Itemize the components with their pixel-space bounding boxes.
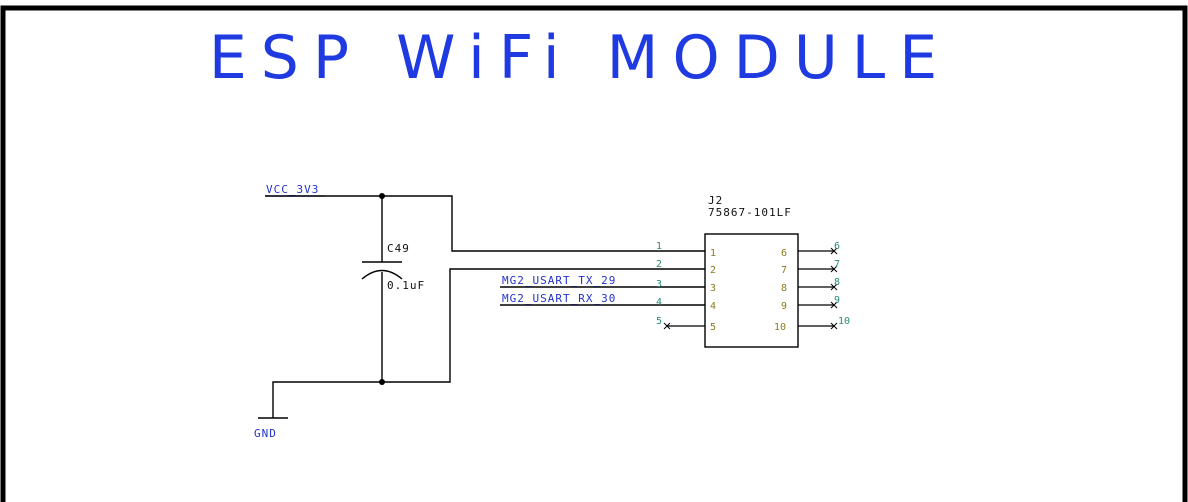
right-pin-outer-8: 8 bbox=[834, 277, 840, 288]
left-pin-outer-5: 5 bbox=[656, 316, 662, 327]
right-pin-inner-9: 9 bbox=[781, 301, 787, 312]
junction-gnd bbox=[379, 379, 385, 385]
junction-vcc bbox=[379, 193, 385, 199]
left-pin-outer-1: 1 bbox=[656, 241, 662, 252]
left-pin-inner-4: 4 bbox=[710, 301, 716, 312]
capacitor-symbol bbox=[361, 261, 403, 280]
rx-net-label: MG2_USART_RX_30 bbox=[502, 292, 616, 305]
right-pin-outer-9: 9 bbox=[834, 295, 840, 306]
right-pin-inner-10: 10 bbox=[774, 322, 786, 333]
sheet-border bbox=[0, 5, 1188, 502]
gnd-net-label: GND bbox=[254, 427, 277, 440]
connector-body bbox=[704, 233, 799, 348]
connector-ref: J2 bbox=[708, 194, 723, 207]
wire-gnd bbox=[272, 268, 705, 418]
sheet-title: ESP WiFi MODULE bbox=[209, 23, 951, 93]
left-pin-inner-3: 3 bbox=[710, 283, 716, 294]
right-pin-outer-10: 10 bbox=[838, 316, 850, 327]
right-pin-inner-6: 6 bbox=[781, 248, 787, 259]
connector-part: 75867-101LF bbox=[708, 206, 792, 219]
capacitor-value: 0.1uF bbox=[387, 279, 425, 292]
capacitor-ref: C49 bbox=[387, 242, 410, 255]
pin8-no-connect-icon bbox=[830, 283, 838, 291]
pin6-no-connect-icon bbox=[830, 247, 838, 255]
wire-vcc bbox=[265, 195, 705, 252]
pin9-no-connect-icon bbox=[830, 301, 838, 309]
left-pin-outer-2: 2 bbox=[656, 259, 662, 270]
pin7-no-connect-icon bbox=[830, 265, 838, 273]
left-pin-inner-2: 2 bbox=[710, 265, 716, 276]
tx-net-label: MG2_USART_TX_29 bbox=[502, 274, 616, 287]
left-pin-inner-1: 1 bbox=[710, 248, 716, 259]
left-pin-outer-4: 4 bbox=[656, 297, 662, 308]
right-pin-inner-7: 7 bbox=[781, 265, 787, 276]
left-pin-outer-3: 3 bbox=[656, 279, 662, 290]
right-pin-outer-6: 6 bbox=[834, 241, 840, 252]
pin10-no-connect-icon bbox=[830, 322, 838, 330]
left-pin-inner-5: 5 bbox=[710, 322, 716, 333]
right-pin-outer-7: 7 bbox=[834, 259, 840, 270]
right-pin-inner-8: 8 bbox=[781, 283, 787, 294]
vcc-net-label: VCC_3V3 bbox=[266, 183, 319, 196]
pin5-no-connect-icon bbox=[663, 322, 671, 330]
